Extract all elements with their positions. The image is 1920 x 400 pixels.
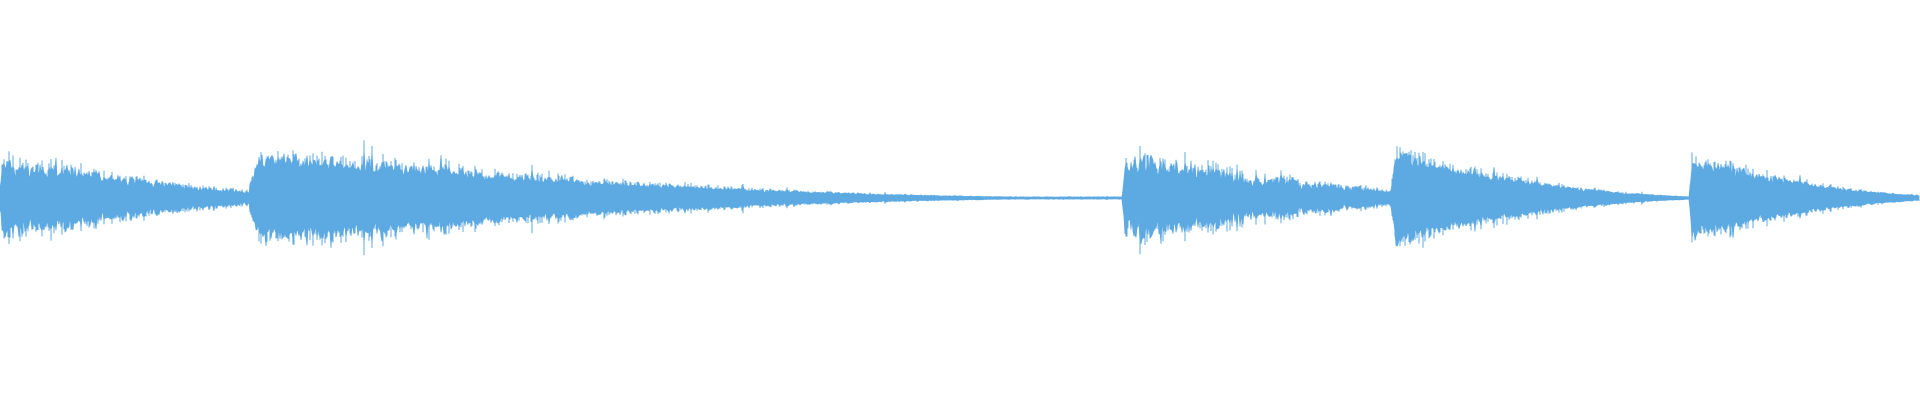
waveform-region xyxy=(0,148,1920,248)
waveform-group xyxy=(0,140,1920,256)
